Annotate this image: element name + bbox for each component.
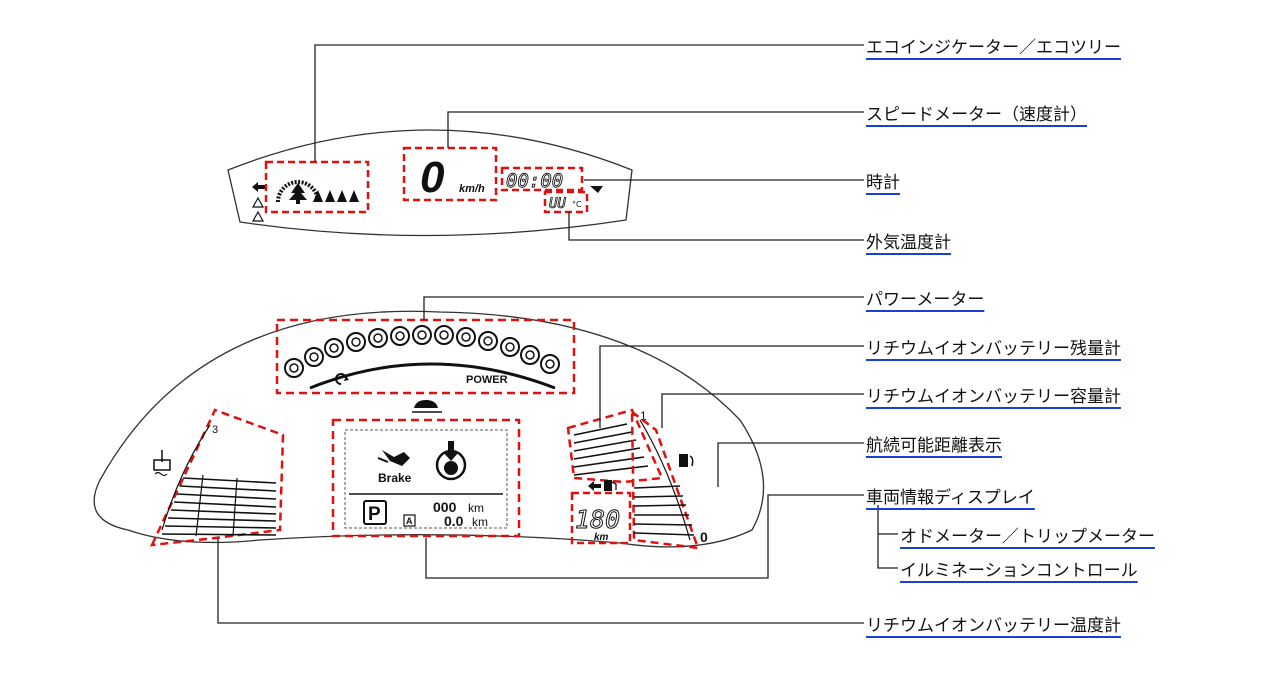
range-fuel-icon bbox=[588, 480, 617, 491]
battery-temp-gauge: 3 bbox=[149, 408, 285, 547]
upper-meter: 0 km/h 00:00 UU °C bbox=[227, 129, 633, 237]
range-display: 180 km bbox=[570, 480, 632, 545]
warning-triangle-icon bbox=[251, 196, 265, 222]
car-icon bbox=[412, 400, 442, 413]
regen-icon bbox=[335, 373, 349, 385]
road-icon bbox=[590, 186, 603, 193]
odometer-value: 000 bbox=[433, 499, 457, 515]
range-value: 180 bbox=[575, 505, 620, 534]
speed-unit: km/h bbox=[459, 183, 485, 195]
power-label: POWER bbox=[466, 374, 508, 386]
lower-meter: POWER 3 bbox=[93, 310, 765, 550]
eco-indicator bbox=[264, 160, 370, 214]
brake-icon bbox=[377, 450, 410, 466]
upper-meter-outline bbox=[227, 129, 633, 237]
label-range-display[interactable]: 航続可能距離表示 bbox=[866, 436, 1002, 456]
battery-capacity-gauge: 0 bbox=[630, 409, 708, 550]
vehicle-info-display: Brake P A 000 km 0.0 km bbox=[331, 418, 521, 538]
regen-level-icon bbox=[435, 441, 467, 481]
eco-small-tree-icon bbox=[313, 190, 359, 202]
label-odo-trip[interactable]: オドメーター／トリップメーター bbox=[900, 527, 1155, 547]
gear-value: P bbox=[368, 504, 381, 525]
brake-label: Brake bbox=[378, 471, 412, 485]
trip-unit: km bbox=[472, 515, 488, 529]
gear-indicator: P bbox=[363, 500, 387, 525]
battery-remaining-gauge: 1 bbox=[566, 408, 664, 484]
label-battery-capacity[interactable]: リチウムイオンバッテリー容量計 bbox=[866, 387, 1121, 407]
trip-value: 0.0 bbox=[444, 513, 464, 529]
eco-tree-icon bbox=[289, 183, 307, 204]
label-illumination[interactable]: イルミネーションコントロール bbox=[900, 561, 1138, 581]
label-battery-temp[interactable]: リチウムイオンバッテリー温度計 bbox=[866, 616, 1121, 636]
range-zero: 0 bbox=[700, 529, 708, 545]
arrow-left-icon bbox=[252, 182, 265, 192]
auto-badge: A bbox=[403, 514, 416, 527]
label-clock[interactable]: 時計 bbox=[866, 173, 900, 193]
power-meter: POWER bbox=[275, 318, 576, 395]
label-vehicle-info[interactable]: 車両情報ディスプレイ bbox=[866, 488, 1035, 508]
label-eco-indicator[interactable]: エコインジケーター／エコツリー bbox=[866, 38, 1121, 58]
battery-remaining-bars bbox=[573, 423, 649, 476]
charge-port-icon bbox=[679, 454, 694, 467]
battery-temp-bars bbox=[161, 477, 277, 536]
temp-gauge-mark: 3 bbox=[212, 424, 218, 436]
label-power-meter[interactable]: パワーメーター bbox=[866, 290, 985, 310]
leader-lines bbox=[217, 44, 898, 624]
speedometer-box: 0 km/h bbox=[402, 146, 498, 202]
range-unit: km bbox=[594, 532, 609, 543]
label-outside-temp[interactable]: 外気温度計 bbox=[866, 233, 951, 253]
clock-box: 00:00 bbox=[500, 166, 584, 192]
outside-temp-value: UU bbox=[549, 196, 566, 212]
power-meter-rings bbox=[284, 325, 560, 378]
temp-unit: °C bbox=[572, 200, 582, 209]
clock-value: 00:00 bbox=[506, 170, 563, 192]
label-battery-remaining[interactable]: リチウムイオンバッテリー残量計 bbox=[866, 339, 1121, 359]
auto-badge-label: A bbox=[406, 516, 413, 526]
battery-temp-icon bbox=[153, 450, 171, 477]
speed-value: 0 bbox=[420, 153, 445, 202]
label-speedometer[interactable]: スピードメーター（速度計） bbox=[866, 105, 1087, 125]
capacity-max: 1 bbox=[640, 409, 647, 423]
odometer-unit: km bbox=[468, 501, 484, 515]
outside-temp-box: UU °C bbox=[543, 190, 589, 214]
